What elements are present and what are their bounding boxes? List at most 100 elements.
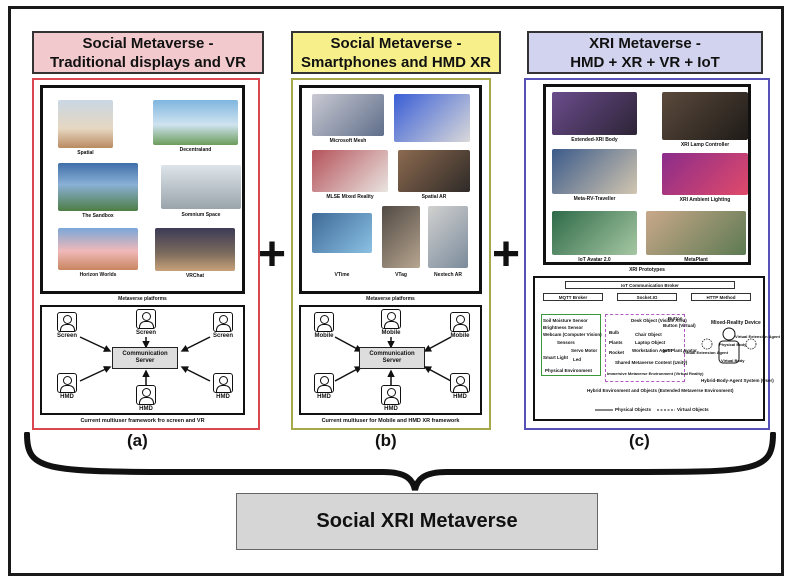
prototype-caption: Meta-RV-Traveller xyxy=(573,196,616,202)
header-b-line2: Smartphones and HMD XR xyxy=(300,53,492,71)
mixed-device-label: Mixed-Reality Device xyxy=(711,320,761,326)
agent-label: Virtual Extension Agent xyxy=(683,350,728,355)
hybrid-body-figure xyxy=(701,327,757,364)
platform-caption: Spatial AR xyxy=(421,194,447,200)
header-a: Social Metaverse - Traditional displays … xyxy=(32,31,264,74)
prototype-thumb-avatar xyxy=(552,211,637,255)
node-hmd: HMD xyxy=(135,385,157,412)
prototype-thumb-body xyxy=(552,92,637,135)
object-label: Workstation Agent xyxy=(632,348,672,353)
column-b xyxy=(291,78,491,430)
platform-thumb-vtag xyxy=(382,206,420,268)
framework-panel-a: Screen Screen Screen Communication Serve… xyxy=(40,305,245,415)
header-c-line1: XRI Metaverse - xyxy=(589,34,701,52)
platform-caption: Spatial xyxy=(77,150,94,156)
prototypes-title: XRI Prototypes xyxy=(629,267,665,273)
node-hmd: HMD xyxy=(56,373,78,400)
agent-label: Virtual Body xyxy=(721,358,745,363)
agent-system-label: Hybrid-Body-Agent System (User) xyxy=(701,378,774,383)
platform-caption: Somnium Space xyxy=(181,212,221,218)
platforms-panel-a: Spatial Decentraland The Sandbox Somnium… xyxy=(40,85,245,294)
framework-panel-b: Mobile Mobile Mobile Communication Serve… xyxy=(299,305,482,415)
node-mobile: Mobile xyxy=(313,312,335,339)
header-a-line1: Social Metaverse - xyxy=(82,34,214,52)
platform-thumb-mesh xyxy=(312,94,384,136)
outer-frame xyxy=(8,6,784,576)
node-screen: Screen xyxy=(56,312,78,339)
framework-caption-a: Current multiuser framework fro screen a… xyxy=(80,418,205,424)
sensor-label: Sensors xyxy=(557,340,575,345)
framework-arrows-a xyxy=(79,336,211,387)
platform-thumb-spatial-ar xyxy=(398,150,470,192)
object-label: Desk Object (Visible Area) xyxy=(631,318,687,323)
node-hmd: HMD xyxy=(380,385,402,412)
platform-thumb-nextech xyxy=(428,206,468,268)
sensor-label: Webcam (Computer Vision) xyxy=(543,332,602,337)
prototype-thumb-traveller xyxy=(552,149,637,194)
prototype-caption: Extended-XRI Body xyxy=(571,137,618,143)
sensor-label: Brightness Sensor xyxy=(543,325,584,330)
platform-thumb-mlse xyxy=(312,150,388,192)
node-screen: Screen xyxy=(135,309,157,336)
legend-physical: Physical Objects xyxy=(615,407,652,412)
grouping-brace xyxy=(24,432,776,491)
prototype-thumb-lamp xyxy=(662,92,748,140)
platform-thumb-horizon xyxy=(58,228,138,270)
label-b: (b) xyxy=(375,431,397,450)
label-c: (c) xyxy=(629,431,650,450)
node-mobile: Mobile xyxy=(449,312,471,339)
platform-caption: Microsoft Mesh xyxy=(329,138,367,144)
prototype-caption: MetaPlant xyxy=(684,257,708,263)
platforms-title-b: Metaverse platforms xyxy=(366,296,415,302)
platform-caption: MLSE Mixed Reality xyxy=(326,194,374,200)
platform-caption: VTag xyxy=(395,272,407,278)
object-label: IoT Plant Avatar xyxy=(663,348,697,353)
object-label: Chair Object xyxy=(635,332,662,337)
hybrid-label: Hybrid Environment and Objects (Extended… xyxy=(587,388,734,393)
platform-thumb-somnium xyxy=(161,165,241,209)
agent-label: Virtual Extension Agent xyxy=(735,334,780,339)
plus-sign: + xyxy=(258,228,287,281)
platform-caption: Horizon Worlds xyxy=(79,272,117,278)
node-screen: Screen xyxy=(212,312,234,339)
communication-server-b: Communication Server xyxy=(359,347,425,369)
plus-sign: + xyxy=(492,228,521,281)
immersive-label: Immersive Metaverse Environment (Virtual… xyxy=(607,371,704,376)
column-a xyxy=(32,78,260,430)
object-label: Plants xyxy=(609,340,623,345)
platform-thumb-sandbox xyxy=(58,163,138,211)
socket-io: Socket.IO xyxy=(617,293,677,301)
final-social-xri-metaverse: Social XRI Metaverse xyxy=(236,493,598,550)
column-c xyxy=(524,78,770,430)
node-hmd: HMD xyxy=(212,373,234,400)
physical-environment-box xyxy=(541,314,601,376)
platforms-panel-b: Microsoft Mesh MLSE Mixed Reality Spatia… xyxy=(299,85,482,294)
prototype-caption: IoT Avatar 2.0 xyxy=(578,257,611,263)
prototype-thumb-plant xyxy=(646,211,746,255)
immersive-environment-box xyxy=(605,314,685,382)
platform-thumb-vrchat xyxy=(155,228,235,271)
sensor-label: Servo Motor xyxy=(571,348,598,353)
legend-lines xyxy=(595,409,675,411)
sensor-label: Soil Moisture Sensor xyxy=(543,318,588,323)
legend-virtual: Virtual Objects xyxy=(677,407,709,412)
platform-caption: The Sandbox xyxy=(82,213,114,219)
communication-server-a: Communication Server xyxy=(112,347,178,369)
http-method: HTTP Method xyxy=(691,293,751,301)
label-a: (a) xyxy=(127,431,148,450)
platform-thumb-decentraland xyxy=(153,100,238,145)
header-c: XRI Metaverse - HMD + XR + VR + IoT xyxy=(527,31,763,74)
sensor-label: Led xyxy=(573,357,582,362)
framework-caption-b: Current multiuser for Mobile and HMD XR … xyxy=(321,418,460,424)
platform-caption: VRChat xyxy=(185,273,205,279)
object-label: Shared Metaverse Content (Unity) xyxy=(615,360,688,365)
node-hmd: HMD xyxy=(313,373,335,400)
platform-caption: Decentraland xyxy=(179,147,212,153)
object-label: Button xyxy=(668,316,683,321)
node-hmd: HMD xyxy=(449,373,471,400)
platform-caption: Nextech AR xyxy=(434,272,462,278)
header-c-line2: HMD + XR + VR + IoT xyxy=(570,53,720,71)
platforms-title-a: Metaverse platforms xyxy=(118,296,167,302)
object-label: Button (Virtual) xyxy=(663,323,696,328)
platform-thumb-spatial xyxy=(58,100,113,148)
